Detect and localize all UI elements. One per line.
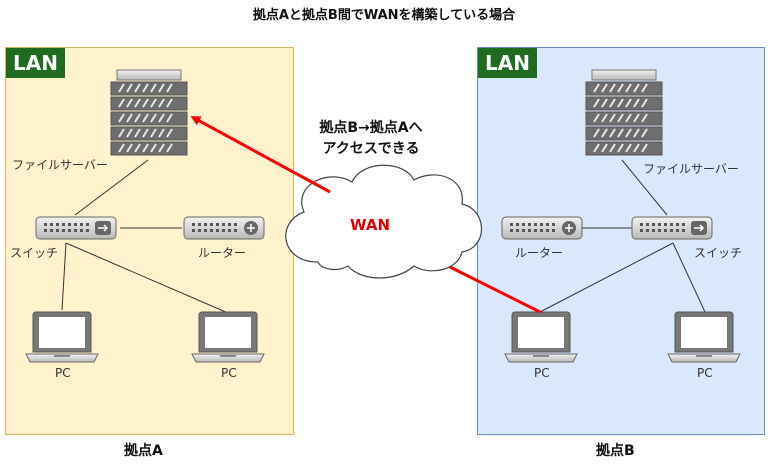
site-a-lan-tag: LAN xyxy=(6,48,65,78)
site-b-links xyxy=(539,159,706,313)
site-a-router-icon xyxy=(183,216,265,240)
site-b-router-icon xyxy=(501,216,583,240)
site-b-router-label: ルーター xyxy=(515,246,564,260)
access-path-line xyxy=(439,260,541,314)
site-b-pc1-label: PC xyxy=(534,366,550,380)
site-a-pc1-label: PC xyxy=(55,366,71,380)
wan-label: WAN xyxy=(350,216,391,234)
site-a-switch-icon xyxy=(35,216,117,240)
site-a-pc1-laptop-icon xyxy=(25,311,99,363)
wan-access-note-line1: 拠点B→拠点Aへ xyxy=(319,120,423,136)
site-a-file-server-label: ファイルサーバー xyxy=(12,158,108,172)
site-a-links xyxy=(61,159,229,314)
site-b-pc2-label: PC xyxy=(697,366,713,380)
site-b-lan-tag: LAN xyxy=(478,48,537,78)
wan-access-note-line2: アクセスできる xyxy=(322,141,420,157)
site-b-pc1-laptop-icon xyxy=(504,311,578,363)
site-a-pc2-label: PC xyxy=(221,366,237,380)
site-a-router-label: ルーター xyxy=(198,246,247,260)
diagram-title: 拠点Aと拠点B間でWANを構築している場合 xyxy=(252,8,516,23)
site-a-name: 拠点A xyxy=(124,443,163,459)
wan-access-note: 拠点B→拠点Aへ アクセスできる xyxy=(296,118,446,160)
wan-cloud-icon xyxy=(285,164,483,279)
site-b-switch-icon xyxy=(631,216,713,240)
site-b-name: 拠点B xyxy=(596,443,635,459)
site-b-pc2-laptop-icon xyxy=(667,311,741,363)
site-a-switch-label: スイッチ xyxy=(10,246,59,260)
site-a-pc2-laptop-icon xyxy=(191,311,265,363)
site-b-file-server-icon xyxy=(585,69,663,156)
site-b-switch-label: スイッチ xyxy=(694,246,743,260)
site-b-file-server-label: ファイルサーバー xyxy=(643,162,739,176)
site-a-file-server-icon xyxy=(110,69,188,156)
access-arrow xyxy=(190,116,331,194)
